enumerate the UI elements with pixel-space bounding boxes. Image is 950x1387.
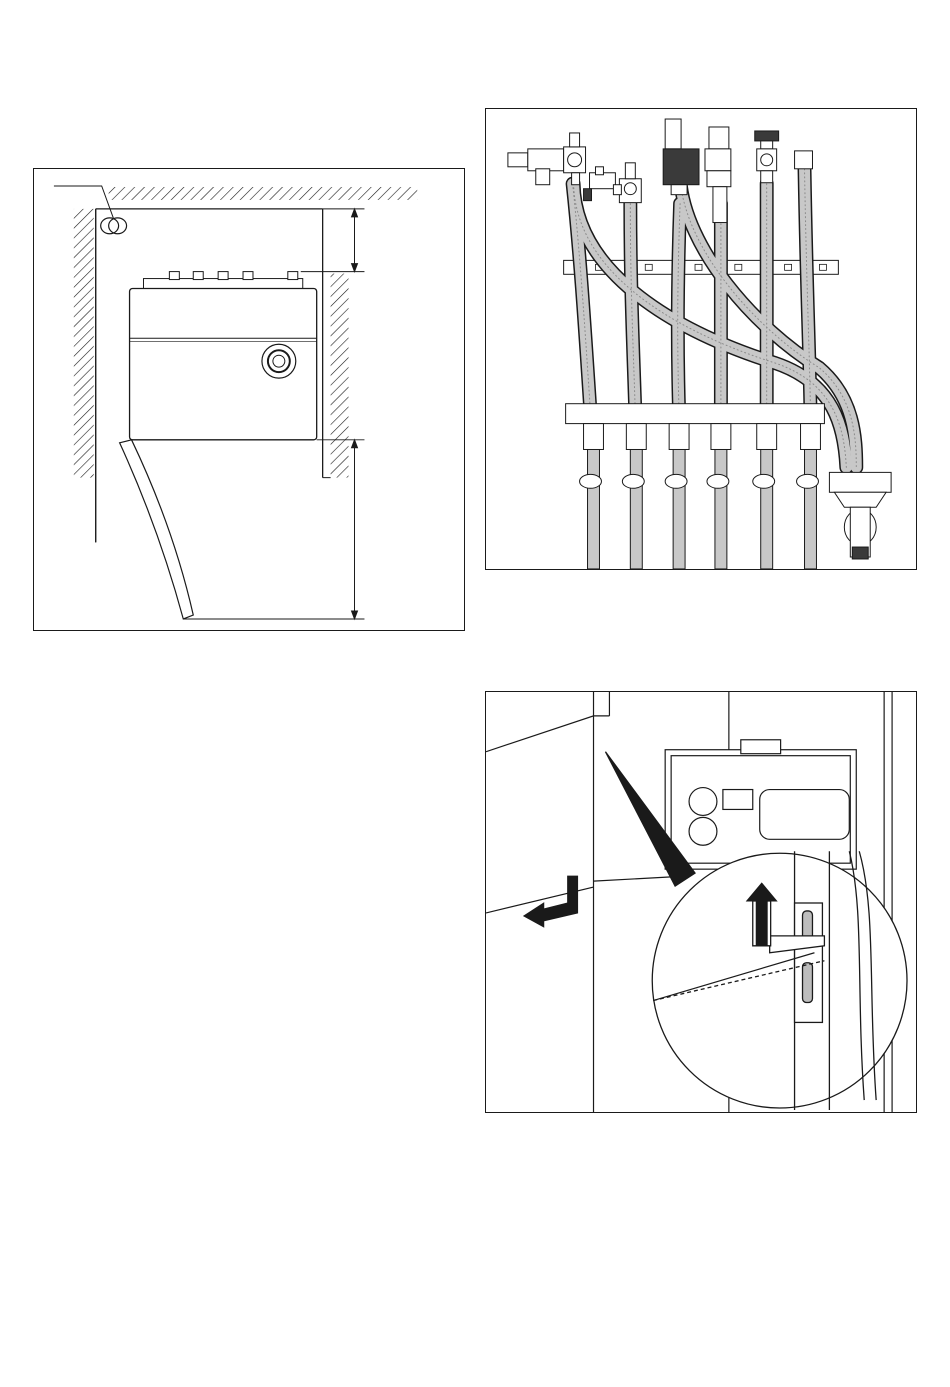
ceiling-hatch: [109, 187, 418, 200]
pipe-connections-diagram: [485, 108, 917, 570]
clearance-diagram: [33, 168, 465, 631]
dial-left-bottom-icon: [689, 817, 717, 845]
boiler-unit: [130, 289, 317, 440]
right-wall-hatch: [331, 274, 349, 478]
drain-funnel-icon: [829, 472, 891, 559]
pipe-connections-drawing: [486, 109, 916, 569]
valve-1-icon: [508, 149, 564, 185]
valve-4-icon: [613, 163, 641, 203]
panel-removal-diagram: [485, 691, 917, 1113]
valve-2-icon: [564, 133, 586, 185]
valve-7-icon: [755, 131, 779, 183]
ceiling-pipe-icon: [101, 218, 127, 234]
left-wall-hatch: [74, 209, 94, 478]
valve-5-icon: [663, 119, 699, 195]
panel-removal-drawing: [486, 692, 916, 1112]
dial-left-top-icon: [689, 788, 717, 816]
display-screen: [723, 790, 753, 810]
slot-lower: [803, 963, 813, 1003]
valve-8-icon: [795, 151, 813, 169]
connection-header: [566, 404, 825, 424]
valve-3-icon: [584, 167, 616, 201]
front-panel-open: [120, 440, 194, 619]
rigid-pipes: [580, 424, 821, 569]
clearance-drawing: [34, 169, 464, 630]
valve-6-icon: [705, 127, 731, 223]
control-panel: [665, 740, 856, 869]
